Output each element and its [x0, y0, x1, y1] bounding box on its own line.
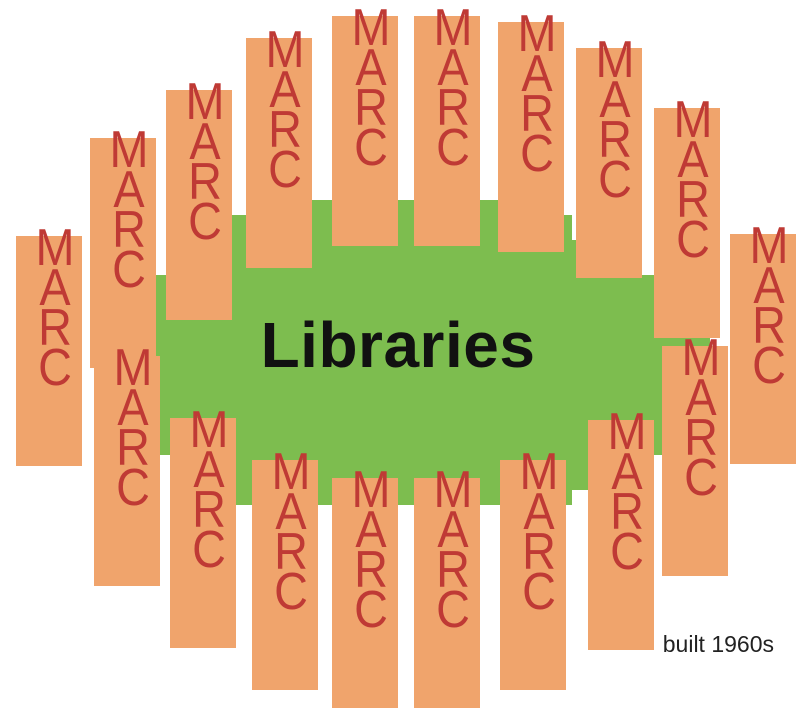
marc-letter: C	[436, 590, 470, 630]
marc-letter: C	[520, 134, 554, 174]
marc-letter-stack: MARC	[423, 8, 482, 168]
marc-letter: C	[188, 202, 222, 242]
marc-letter: C	[354, 128, 388, 168]
footnote: built 1960s	[663, 631, 774, 658]
marc-letter-stack: MARC	[585, 40, 644, 200]
marc-letter: C	[192, 530, 226, 570]
marc-letter: C	[274, 572, 308, 612]
marc-letter: C	[354, 590, 388, 630]
marc-letter: C	[522, 572, 556, 612]
marc-letter: C	[598, 160, 632, 200]
marc-letter: C	[676, 220, 710, 260]
marc-letter: C	[610, 532, 644, 572]
marc-letter: C	[112, 250, 146, 290]
marc-letter: C	[268, 150, 302, 190]
marc-letter: C	[116, 468, 150, 508]
center-label: Libraries	[0, 308, 796, 382]
marc-letter: C	[436, 128, 470, 168]
marc-letter: C	[684, 458, 718, 498]
